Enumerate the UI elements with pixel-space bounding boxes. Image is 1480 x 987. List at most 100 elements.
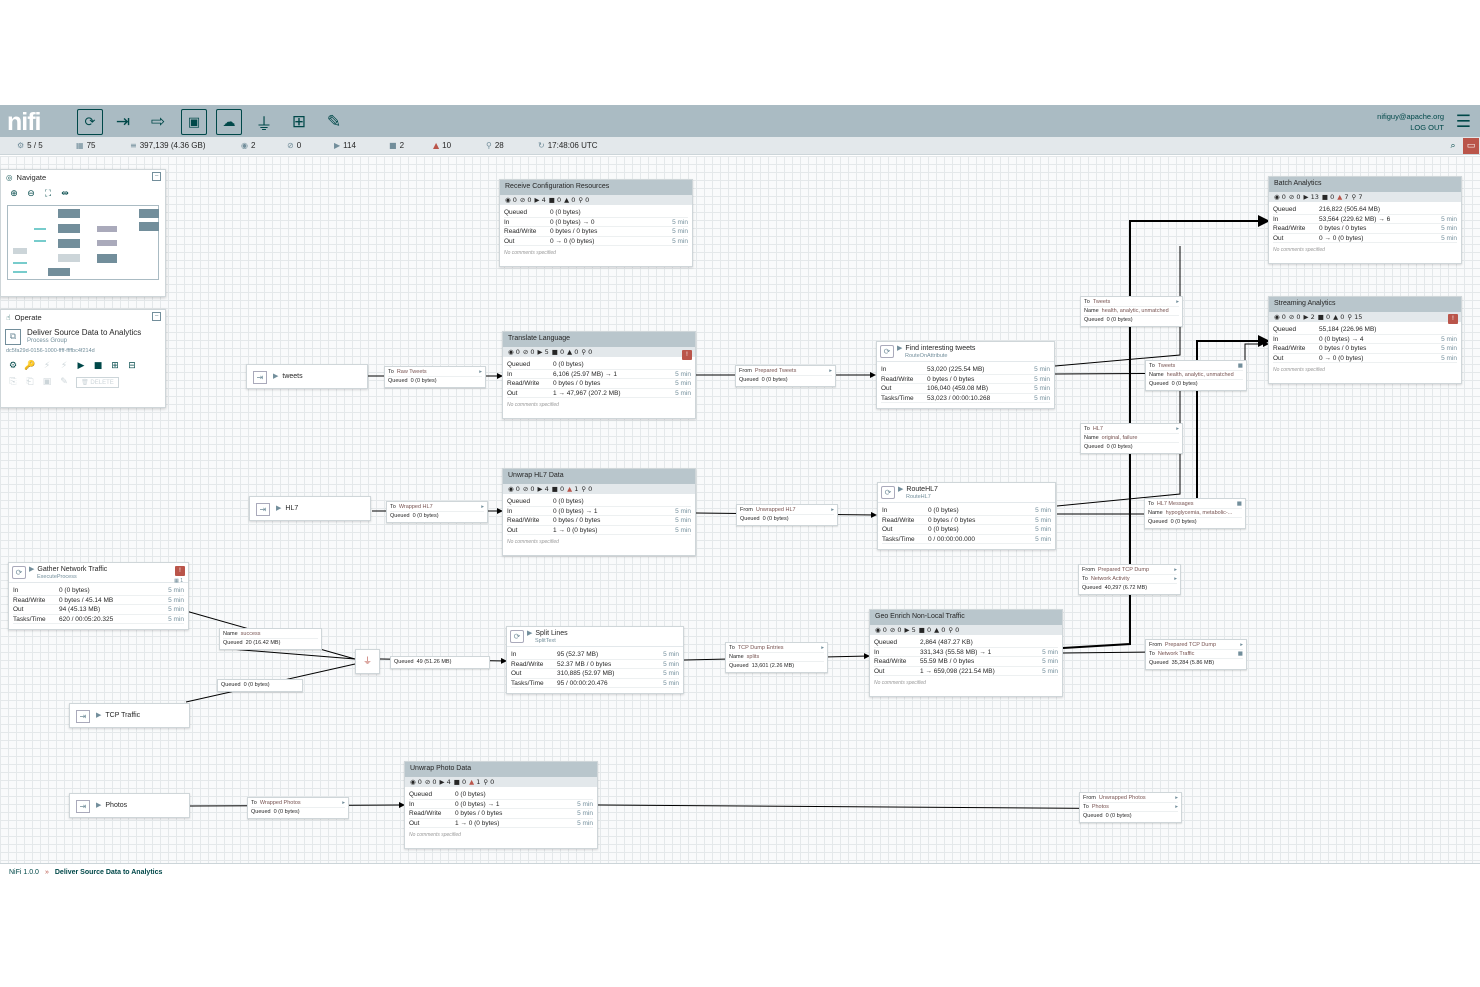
- color-icon[interactable]: ✎: [57, 376, 71, 389]
- funnel-icon[interactable]: ⏚: [355, 649, 380, 674]
- status-bar: ⚙5 / 5 ▦75 ≡397,139 (4.36 GB) ◉2 ⊘0 ▶114…: [0, 137, 1480, 155]
- input-port-photos[interactable]: ⇥▶Photos: [69, 793, 190, 818]
- connection-label[interactable]: ToWrapped HL7▸ Queued0 (0 bytes): [386, 501, 488, 523]
- disable-icon[interactable]: ⚡: [57, 360, 71, 373]
- arrow-icon: ▸: [821, 644, 824, 653]
- process-group-translate[interactable]: Translate Language ◉ 0⊘ 0▶ 5■ 0▲ 0⚲ 0 ! …: [502, 331, 696, 419]
- processor-route-hl7[interactable]: ⟳▶RouteHL7RouteHL7 In0 (0 bytes)5 min Re…: [877, 482, 1056, 550]
- logout-link[interactable]: LOG OUT: [1377, 122, 1444, 133]
- group-stats: Queued2,864 (487.27 KB) In331,343 (55.58…: [870, 635, 1062, 676]
- copy-icon[interactable]: ⎘: [6, 376, 20, 389]
- input-port-tool-icon[interactable]: ⇥: [110, 109, 136, 135]
- connection-label[interactable]: ToWrapped Photos▸ Queued0 (0 bytes): [247, 797, 349, 819]
- selection-name: Deliver Source Data to Analytics: [27, 328, 141, 337]
- bulletin-icon[interactable]: !: [1448, 314, 1458, 324]
- collapse-icon[interactable]: −: [152, 312, 161, 321]
- running-stat: ▶114: [334, 141, 356, 150]
- operate-actions-2: ⎘⎗▣✎ 🗑 DELETE: [1, 373, 165, 389]
- flow-canvas[interactable]: ◎Navigate− ⊕⊖⛶⇹: [0, 156, 1480, 863]
- operate-header[interactable]: ☝Operate−: [1, 310, 165, 324]
- processor-split-lines[interactable]: ⟳▶Split LinesSplitText In95 (52.37 MB)5 …: [506, 626, 684, 694]
- zoom-out-icon[interactable]: ⊖: [24, 188, 38, 201]
- arrow-icon: ▸: [829, 367, 832, 376]
- processor-stats: In0 (0 bytes)5 min Read/Write0 bytes / 4…: [9, 583, 188, 624]
- processor-find-tweets[interactable]: ⟳▶Find interesting tweetsRouteOnAttribut…: [876, 341, 1055, 409]
- selection-id: dc5fa29d-0156-1000-ffff-ffffbc4f214d: [6, 348, 95, 354]
- connection-label[interactable]: FromPrepared TCP Dump▸ ToNetwork Traffic…: [1145, 639, 1247, 670]
- process-group-receive-config[interactable]: Receive Configuration Resources ◉ 0⊘ 0▶ …: [499, 179, 693, 267]
- bulletin-icon[interactable]: !: [682, 350, 692, 360]
- stop-icon[interactable]: ■: [91, 360, 105, 373]
- queued-stat: ≡397,139 (4.36 GB): [130, 141, 206, 150]
- connection-label[interactable]: FromUnwrapped Photos▸ ToPhotos▸ Queued0 …: [1079, 792, 1182, 823]
- invalid-stat: ▲10: [433, 141, 451, 150]
- refresh-icon[interactable]: ↻: [538, 141, 545, 150]
- process-group-geo-enrich[interactable]: Geo Enrich Non-Local Traffic ◉ 0⊘ 0▶ 5■ …: [869, 609, 1063, 697]
- connection-label[interactable]: FromPrepared TCP Dump▸ ToNetwork Activit…: [1078, 564, 1181, 595]
- selection-type: Process Group: [27, 338, 67, 344]
- navigate-header[interactable]: ◎Navigate−: [1, 170, 165, 184]
- arrow-icon: ▸: [1240, 641, 1243, 650]
- group-title: Unwrap Photo Data: [405, 762, 597, 777]
- connection-label[interactable]: ToHL7▸ Nameoriginal, failure Queued0 (0 …: [1080, 423, 1183, 454]
- processor-tool-icon[interactable]: ⟳: [77, 109, 103, 135]
- process-group-unwrap-hl7[interactable]: Unwrap HL7 Data ◉ 0⊘ 0▶ 4■ 0▲ 1⚲ 0 Queue…: [502, 468, 696, 556]
- input-port-tcp-traffic[interactable]: ⇥▶TCP Traffic: [69, 703, 190, 728]
- fit-icon[interactable]: ⛶: [41, 188, 55, 201]
- process-group-tool-icon[interactable]: ▣: [181, 109, 207, 135]
- group-counts: ◉ 0⊘ 0▶ 5■ 0▲ 0⚲ 0: [503, 347, 695, 357]
- refresh-stat[interactable]: ↻17:48:06 UTC: [538, 141, 598, 150]
- connection-label[interactable]: Namesuccess Queued20 (16.42 MB): [219, 628, 322, 650]
- process-group-unwrap-photo[interactable]: Unwrap Photo Data ◉ 0⊘ 0▶ 4■ 0▲ 1⚲ 0 Que…: [404, 761, 598, 849]
- connection-label[interactable]: FromPrepared Tweets▸ Queued0 (0 bytes): [735, 365, 836, 387]
- arrow-icon: ▸: [479, 368, 482, 377]
- connection-label[interactable]: FromUnwrapped HL7▸ Queued0 (0 bytes): [736, 504, 838, 526]
- funnel-tool-icon[interactable]: ⏚: [251, 109, 277, 135]
- connection-label[interactable]: ToTweets▸ Namehealth, analytic, unmatche…: [1080, 296, 1183, 327]
- access-policies-icon[interactable]: 🔑: [23, 360, 37, 373]
- connection-label[interactable]: ToHL7 Messages■ Namehypoglycemia, metabo…: [1144, 498, 1246, 529]
- connection-label[interactable]: Queued0 (0 bytes): [217, 679, 303, 692]
- processor-gather-network-traffic[interactable]: ⟳▶Gather Network TrafficExecuteProcess !…: [8, 562, 189, 630]
- input-port-hl7[interactable]: ⇥▶HL7: [249, 496, 371, 521]
- connection-label[interactable]: ToTCP Dump Entries▸ Namesplits Queued13,…: [725, 642, 828, 673]
- upload-template-icon[interactable]: ⊟: [125, 360, 139, 373]
- output-port-tool-icon[interactable]: ⇨: [145, 109, 171, 135]
- active-threads-stat: ⚙5 / 5: [17, 141, 43, 150]
- processor-stats: In53,020 (225.54 MB)5 min Read/Write0 by…: [877, 362, 1054, 403]
- global-menu-icon[interactable]: ☰: [1456, 112, 1471, 132]
- delete-button[interactable]: 🗑 DELETE: [76, 377, 119, 388]
- arrow-icon: ▸: [1175, 794, 1178, 803]
- enable-icon[interactable]: ⚡: [40, 360, 54, 373]
- create-template-icon[interactable]: ⊞: [108, 360, 122, 373]
- label-tool-icon[interactable]: ✎: [321, 109, 347, 135]
- grid-icon: ▦: [76, 141, 84, 150]
- breadcrumb[interactable]: Deliver Source Data to Analytics: [55, 869, 163, 876]
- paste-icon[interactable]: ⎗: [23, 376, 37, 389]
- start-icon[interactable]: ▶: [74, 360, 88, 373]
- processor-icon: ⟳: [881, 486, 895, 499]
- connection-label[interactable]: Queued49 (51.26 MB): [390, 656, 490, 669]
- actual-size-icon[interactable]: ⇹: [58, 188, 72, 201]
- bulletin-board-icon[interactable]: ▭: [1463, 138, 1479, 154]
- group-icon[interactable]: ▣: [40, 376, 54, 389]
- connection-label[interactable]: ToTweets■ Namehealth, analytic, unmatche…: [1145, 360, 1247, 391]
- remote-group-tool-icon[interactable]: ☁: [216, 109, 242, 135]
- search-icon[interactable]: ⌕: [1445, 138, 1461, 154]
- disabled-icon: ⚲: [486, 141, 492, 150]
- play-icon: ▶: [29, 565, 34, 573]
- disabled-stat: ⚲28: [486, 141, 504, 150]
- process-group-streaming-analytics[interactable]: Streaming Analytics ◉ 0⊘ 0▶ 2■ 0▲ 0⚲ 15 …: [1268, 296, 1462, 384]
- input-port-tweets[interactable]: ⇥▶tweets: [246, 364, 368, 389]
- template-tool-icon[interactable]: ⊞: [286, 109, 312, 135]
- process-group-batch-analytics[interactable]: Batch Analytics ◉ 0⊘ 0▶ 13■ 0▲ 7⚲ 7 Queu…: [1268, 176, 1462, 264]
- birdseye-view[interactable]: [7, 205, 159, 280]
- group-stats: Queued0 (0 bytes) In0 (0 bytes) → 15 min…: [503, 494, 695, 535]
- connection-label[interactable]: ToRaw Tweets▸ Queued0 (0 bytes): [384, 366, 486, 388]
- collapse-icon[interactable]: −: [152, 172, 161, 181]
- bulletin-icon[interactable]: !: [175, 566, 185, 576]
- zoom-in-icon[interactable]: ⊕: [7, 188, 21, 201]
- stop-icon: ■: [389, 141, 397, 150]
- configure-icon[interactable]: ⚙: [6, 360, 20, 373]
- processors-stat: ▦75: [76, 141, 95, 150]
